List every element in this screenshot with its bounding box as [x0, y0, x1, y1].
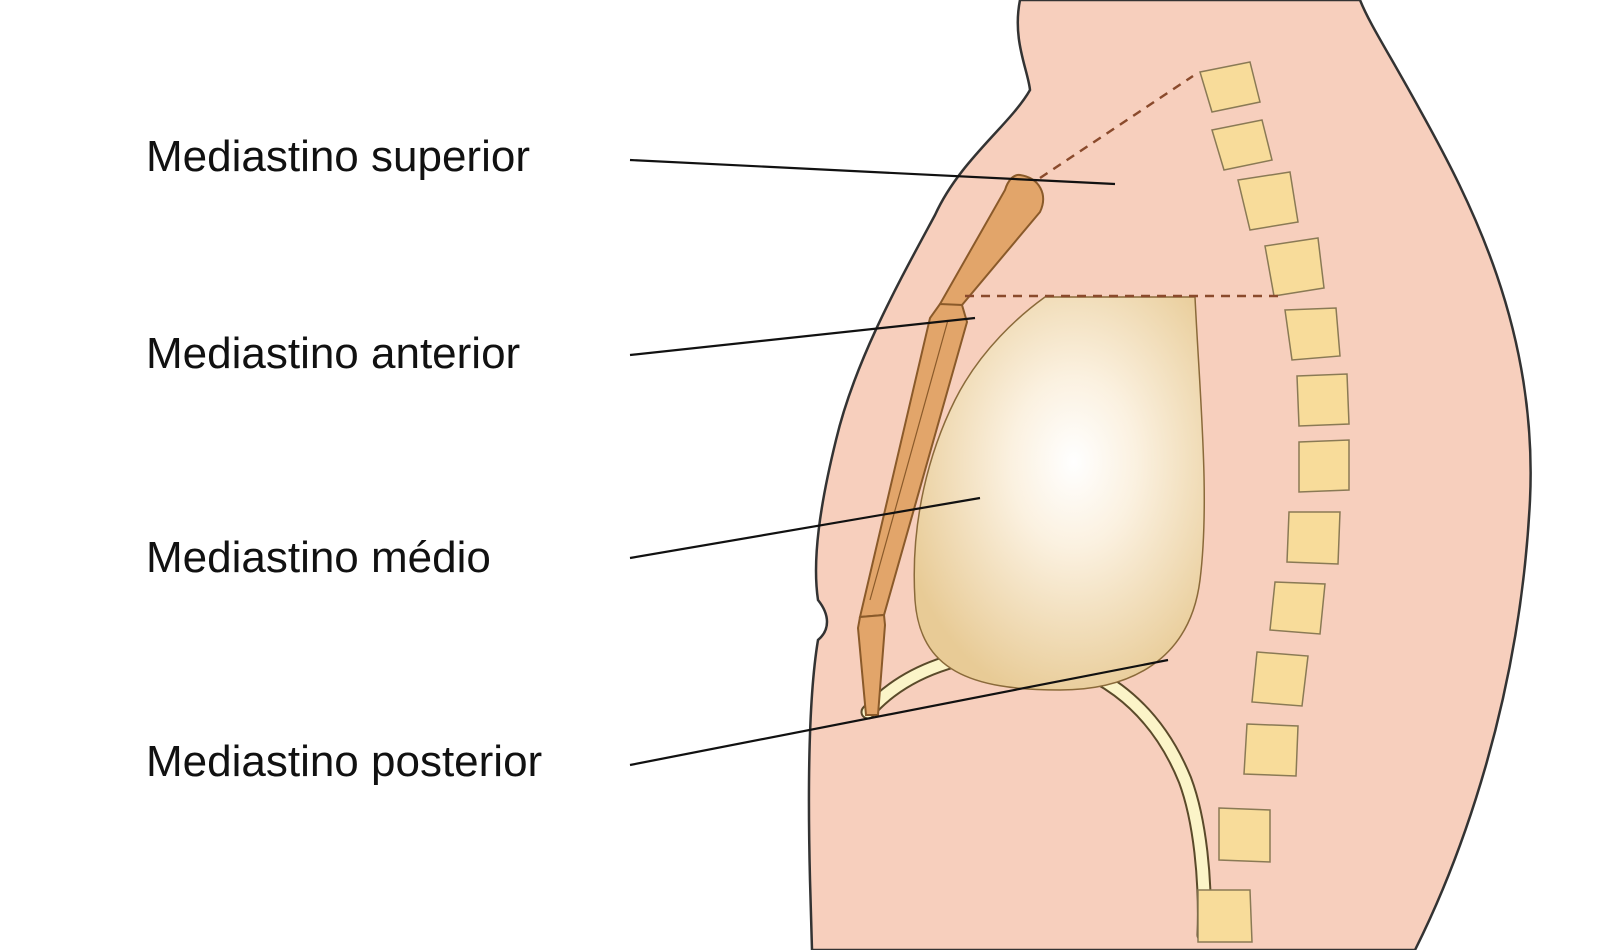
vertebra — [1211, 119, 1273, 171]
vertebra — [1197, 889, 1253, 943]
sternum-xiphoid — [856, 613, 887, 716]
label-mediastino-posterior: Mediastino posterior — [146, 737, 543, 786]
vertebra — [1286, 511, 1341, 565]
vertebral-column — [1197, 61, 1350, 943]
vertebra — [1243, 723, 1299, 777]
leader-lines — [629, 158, 1169, 767]
vertebra — [1251, 651, 1309, 707]
vertebra — [1264, 237, 1325, 297]
diaphragm-fill — [862, 648, 1210, 941]
vertebra — [1298, 439, 1350, 493]
vertebra — [1284, 307, 1341, 361]
vertebra — [1296, 373, 1350, 427]
label-mediastino-superior: Mediastino superior — [146, 132, 530, 181]
leader-line-superior — [629, 158, 1116, 186]
boundary-lines — [965, 74, 1278, 298]
label-mediastino-medio: Mediastino médio — [146, 533, 491, 582]
vertebra — [1218, 807, 1271, 863]
leader-line-posterior — [629, 658, 1169, 767]
vertebra — [1199, 61, 1261, 113]
leader-line-medio — [629, 496, 981, 560]
vertebra — [1237, 171, 1299, 231]
vertebra — [1269, 581, 1326, 635]
sternum-inner-line — [869, 319, 949, 601]
leader-line-anterior — [629, 316, 976, 357]
label-mediastino-anterior: Mediastino anterior — [146, 329, 521, 378]
heart — [913, 296, 1206, 691]
